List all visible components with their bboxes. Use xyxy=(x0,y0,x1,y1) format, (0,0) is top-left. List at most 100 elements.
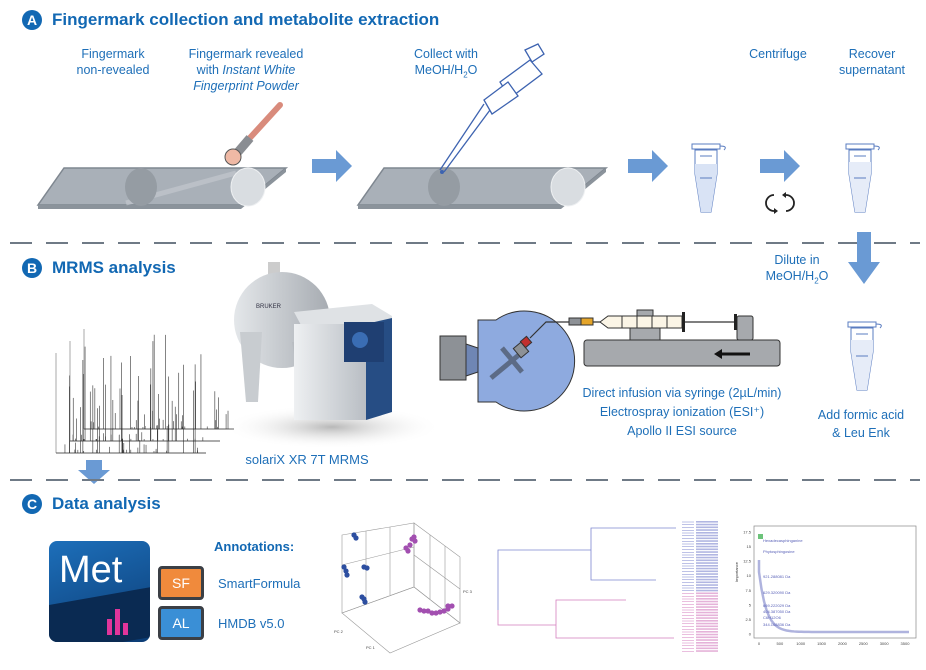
fingerprint-revealed-icon xyxy=(230,167,266,207)
feature-label: Phytosphingosine xyxy=(763,549,795,554)
dendrogram-leaf-label xyxy=(696,609,718,611)
section-b-badge: B xyxy=(22,258,42,278)
syringe-pump-diagram xyxy=(583,309,781,367)
dendrogram-leaf-label xyxy=(696,644,718,647)
mass-spectra-image xyxy=(55,329,234,454)
dendrogram-leaf-label xyxy=(696,625,718,628)
pca-point-group2 xyxy=(429,610,435,616)
label-formic: Add formic acid & Leu Enk xyxy=(817,408,905,440)
arrow-down-spectra xyxy=(78,460,110,484)
section-c-badge: C xyxy=(22,494,42,514)
dendrogram-leaf-label xyxy=(696,567,718,570)
dendrogram-leaf-label xyxy=(696,620,718,622)
pca-point-group2 xyxy=(437,609,443,615)
section-c-title: Data analysis xyxy=(52,494,161,513)
feature-label: 404.387050 Da xyxy=(763,609,791,614)
tube-icon-2 xyxy=(845,143,880,213)
dendrogram-leaf-label xyxy=(696,573,718,575)
section-b-title: MRMS analysis xyxy=(52,258,176,277)
dendrogram-leaf-label xyxy=(696,589,718,592)
section-a-header: A Fingermark collection and metabolite e… xyxy=(22,10,439,30)
pca-point-group2 xyxy=(412,538,418,544)
bruker-logo: BRUKER xyxy=(256,304,282,310)
x-tick-label: 3500 xyxy=(901,641,911,646)
dendrogram-leaf-label xyxy=(696,578,718,581)
pca-point-group2 xyxy=(421,608,427,614)
svg-text:PC 1: PC 1 xyxy=(366,645,376,650)
dendrogram-leaf-label xyxy=(696,592,718,595)
dendrogram-leaf-label xyxy=(696,636,718,639)
app-name: Met xyxy=(59,549,123,591)
top-feature-marker xyxy=(758,534,763,539)
y-tick-label: 0 xyxy=(749,632,752,637)
x-tick-label: 1500 xyxy=(817,641,827,646)
dendrogram-leaf-label xyxy=(696,600,718,603)
dendrogram-leaf-label xyxy=(696,551,718,553)
dendrogram-leaf-label xyxy=(696,581,718,584)
y-tick-label: 10 xyxy=(747,573,752,578)
feature-label: C6H12O6 xyxy=(763,615,782,620)
al-badge-icon: AL xyxy=(158,606,204,640)
dendrogram-leaf-label xyxy=(696,598,718,600)
feature-label: 344.108836 Da xyxy=(763,622,791,627)
feature-label: 629.320090 Da xyxy=(763,590,791,595)
dendrogram-leaf-label xyxy=(696,543,718,545)
label-revealed: Fingermark revealed with Instant White F… xyxy=(188,47,304,93)
annotations-title: Annotations: xyxy=(214,539,295,554)
dendrogram-leaf-label xyxy=(696,559,718,562)
x-tick-label: 0 xyxy=(758,641,761,646)
dendrogram-leaf-label xyxy=(696,628,718,630)
dendrogram-leaf-label xyxy=(696,521,718,523)
sf-badge-icon: SF xyxy=(158,566,204,600)
dendrogram-leaf-label xyxy=(696,537,718,540)
glass-slide-2 xyxy=(356,167,609,209)
section-divider-1 xyxy=(10,242,920,244)
dendrogram-leaf-label xyxy=(696,540,718,542)
y-tick-label: 2.5 xyxy=(745,617,751,622)
powder-brush-icon xyxy=(224,102,283,166)
dendrogram-leaf-label xyxy=(696,611,718,614)
pca-point-group1 xyxy=(353,535,359,541)
label-infusion: Direct infusion via syringe (2µL/min) El… xyxy=(582,386,782,438)
dendrogram-leaf-label xyxy=(696,642,718,644)
dendrogram-leaf-label xyxy=(696,554,718,556)
y-tick-label: 12.5 xyxy=(743,559,752,564)
arrow-right-3 xyxy=(760,150,800,182)
dendrogram-leaf-label xyxy=(696,526,718,529)
label-non-revealed: Fingermark non-revealed xyxy=(76,47,150,77)
pca-point-group1 xyxy=(341,564,347,570)
dendrogram-leaf-label xyxy=(696,562,718,564)
section-a-badge: A xyxy=(22,10,42,30)
pca-point-group2 xyxy=(407,542,413,548)
x-tick-label: 2000 xyxy=(838,641,848,646)
x-tick-label: 2500 xyxy=(859,641,869,646)
svg-text:PC 3: PC 3 xyxy=(463,589,473,594)
arrow-right-1 xyxy=(312,150,352,182)
feature-label: 669.222029 Da xyxy=(763,603,791,608)
dendrogram-leaf-label xyxy=(696,606,718,608)
dendrogram-leaf-label xyxy=(696,614,718,617)
importance-curve xyxy=(757,560,909,634)
dendrogram-leaf-label xyxy=(696,639,718,641)
tube-icon-1 xyxy=(691,143,726,213)
dendrogram-leaf-label xyxy=(696,570,718,573)
dendrogram-leaf-label xyxy=(696,548,718,551)
pca-point-group1 xyxy=(362,599,368,605)
y-tick-label: 7.5 xyxy=(745,588,751,593)
dendrogram-leaf-label xyxy=(696,534,718,537)
feature-label: Hexadecasphinganine xyxy=(763,538,803,543)
label-dilute: Dilute in MeOH/H2O xyxy=(765,253,829,286)
x-tick-label: 500 xyxy=(777,641,784,646)
dendrogram-leaf-label xyxy=(696,523,718,526)
tool-label: SmartFormula xyxy=(218,575,301,591)
dendrogram-branch xyxy=(497,549,591,610)
dendrogram-leaf-label xyxy=(696,622,718,625)
dendrogram xyxy=(497,521,718,652)
label-centrifuge: Centrifuge xyxy=(749,47,807,61)
x-tick-label: 3000 xyxy=(880,641,890,646)
dendrogram-leaf-label xyxy=(696,529,718,531)
dendrogram-leaf-label xyxy=(696,595,718,597)
tool-label: HMDB v5.0 xyxy=(218,615,285,631)
section-divider-2 xyxy=(10,479,920,481)
